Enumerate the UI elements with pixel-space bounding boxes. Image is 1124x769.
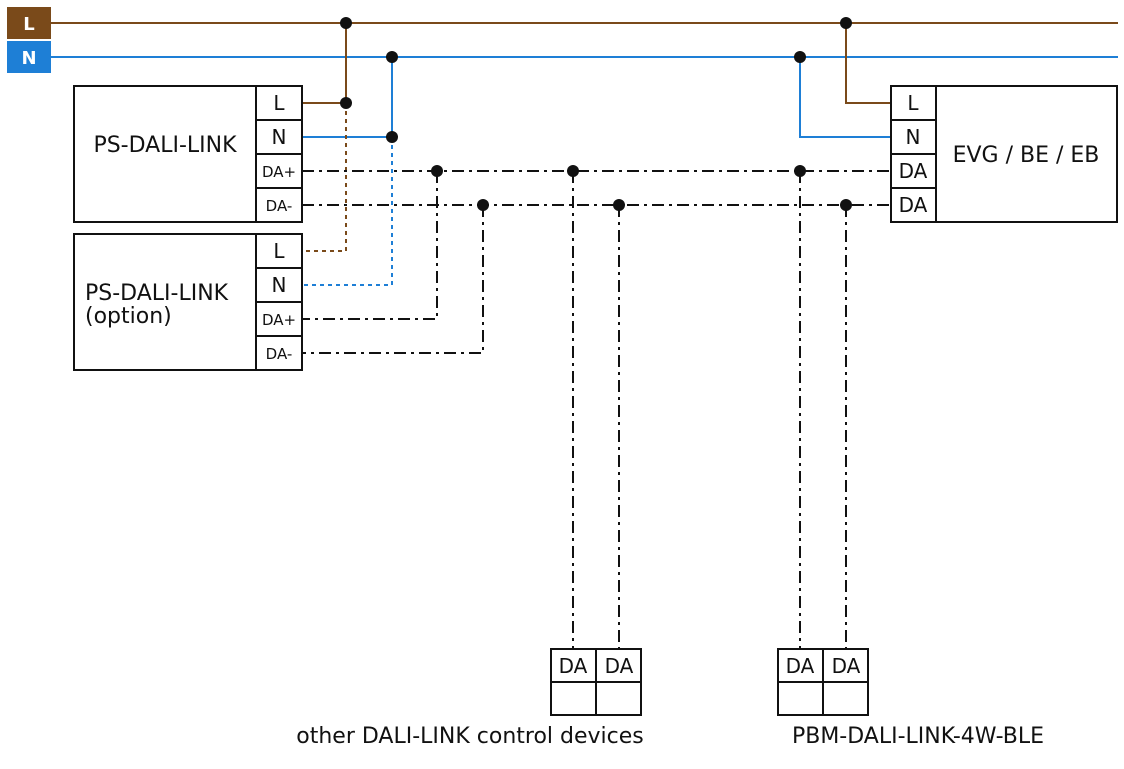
bus-n-text: N xyxy=(21,48,36,69)
junction-dot xyxy=(613,199,625,211)
terminal-label: DA- xyxy=(266,197,293,215)
terminal-label: DA+ xyxy=(262,311,296,329)
terminal-label: L xyxy=(907,91,919,115)
junction-dot xyxy=(840,17,852,29)
device-control-caption: other DALI-LINK control devices xyxy=(296,724,644,749)
junction-dot xyxy=(340,17,352,29)
terminal-label: DA xyxy=(832,654,861,678)
junction-dot xyxy=(567,165,579,177)
terminal-label: DA+ xyxy=(262,163,296,181)
device-ps-dali-link xyxy=(73,85,303,223)
device-pbm-caption: PBM-DALI-LINK-4W-BLE xyxy=(792,724,1044,749)
bus-l-text: L xyxy=(23,14,34,35)
wire-ps-option-l xyxy=(302,103,347,252)
device-ps-dali-link-option xyxy=(73,233,303,371)
wire-ps-main-l xyxy=(302,23,347,104)
device-evg-name: EVG / BE / EB xyxy=(953,143,1100,168)
wire-evg-l xyxy=(845,23,891,104)
wire-ps-option-n xyxy=(302,137,393,286)
terminal-label: DA xyxy=(899,193,928,217)
device-evg xyxy=(890,85,1118,223)
terminal-label: DA xyxy=(786,654,815,678)
terminal-label: DA xyxy=(899,159,928,183)
wire-option-da-minus xyxy=(302,205,484,354)
terminal-label: N xyxy=(272,273,287,297)
junction-dot xyxy=(386,131,398,143)
terminal-label: L xyxy=(273,91,285,115)
device-pbm xyxy=(777,648,869,716)
terminal-label: DA- xyxy=(266,345,293,363)
junction-dot xyxy=(794,165,806,177)
junction-dot xyxy=(840,199,852,211)
junction-dot xyxy=(386,51,398,63)
junction-dot xyxy=(794,51,806,63)
terminal-label: DA xyxy=(559,654,588,678)
junction-dots xyxy=(340,17,852,211)
bus-l-label: L xyxy=(7,7,51,39)
junction-dot xyxy=(477,199,489,211)
terminal-label: N xyxy=(906,125,921,149)
device-ps-option-subname: (option) xyxy=(85,304,172,329)
terminal-label: L xyxy=(273,239,285,263)
junction-dot xyxy=(431,165,443,177)
terminal-label: DA xyxy=(605,654,634,678)
device-control xyxy=(550,648,642,716)
terminal-label: N xyxy=(272,125,287,149)
bus-n-label: N xyxy=(7,41,51,73)
wire-option-da-plus xyxy=(302,171,438,320)
device-ps-option-name: PS-DALI-LINK xyxy=(85,281,229,306)
device-ps-main-name: PS-DALI-LINK xyxy=(93,133,237,158)
junction-dot xyxy=(340,97,352,109)
wire-evg-n xyxy=(799,57,891,138)
